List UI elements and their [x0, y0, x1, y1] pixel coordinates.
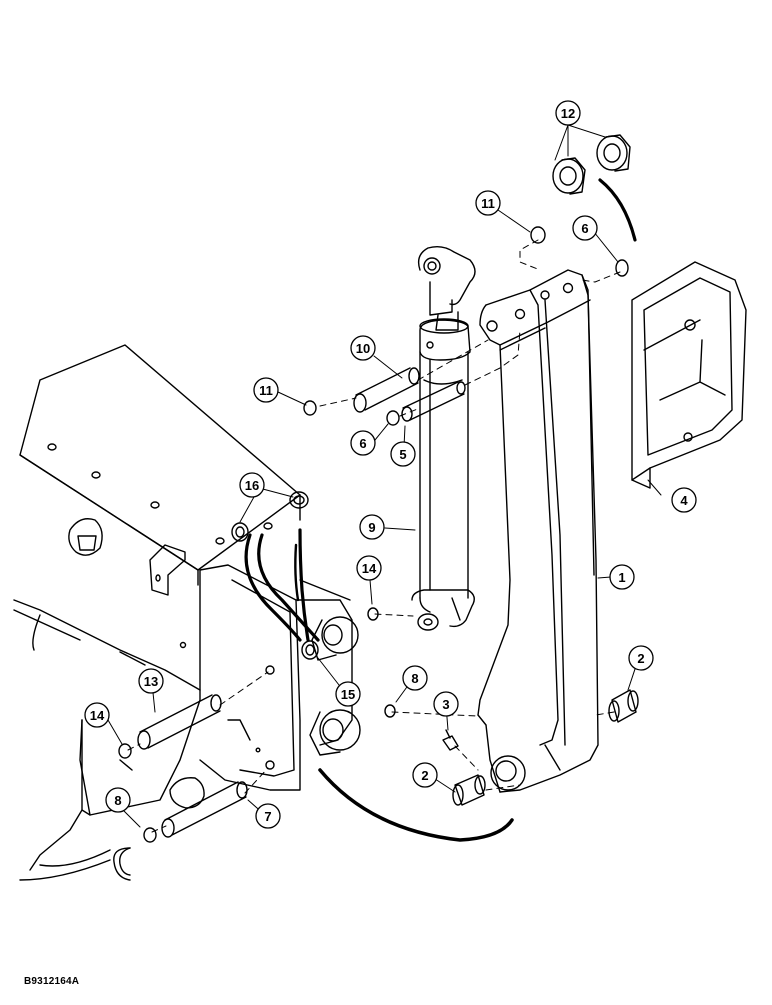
callout-6-left: 6	[359, 436, 366, 451]
pin-7	[161, 781, 248, 838]
callout-circles	[84, 100, 697, 829]
hydraulic-cylinder	[411, 245, 476, 631]
pin-13	[137, 694, 222, 750]
callout-14-left: 14	[90, 708, 105, 723]
callout-9: 9	[368, 520, 375, 535]
pin-5	[401, 381, 466, 422]
frame-assembly	[13, 344, 361, 881]
callout-12: 12	[561, 106, 575, 121]
callout-5: 5	[399, 447, 406, 462]
callout-16: 16	[245, 478, 259, 493]
callout-11-top: 11	[481, 196, 495, 211]
guard-4	[631, 261, 747, 489]
callout-8-left: 8	[114, 793, 121, 808]
callout-1: 1	[618, 570, 625, 585]
bushing-16-b	[289, 491, 309, 509]
boom-assembly	[477, 269, 599, 793]
callout-11-left: 11	[259, 383, 273, 398]
callout-13: 13	[144, 674, 158, 689]
callout-15: 15	[341, 687, 355, 702]
bushing-16-a	[231, 522, 249, 542]
callout-14-right: 14	[362, 561, 377, 576]
pivot-boss-lower	[309, 709, 361, 756]
callout-3: 3	[442, 697, 449, 712]
callout-7: 7	[264, 809, 271, 824]
grease-fitting-3	[442, 729, 459, 751]
rotation-arcs	[244, 178, 637, 842]
callout-2-right: 2	[637, 651, 644, 666]
callout-2-lower: 2	[421, 768, 428, 783]
bushing-2-lower	[452, 774, 486, 806]
spacer-15	[301, 640, 319, 660]
callout-8-right: 8	[411, 671, 418, 686]
shims-12	[552, 134, 631, 195]
callout-10: 10	[356, 341, 370, 356]
bushing-2-right	[608, 689, 639, 723]
pivot-boss-upper	[311, 616, 359, 661]
assembly-dash-lines	[127, 239, 621, 833]
callout-4: 4	[680, 493, 688, 508]
callout-labels: 12 11 6 10 11 6 5 9 4 16 1 14 2 8 3 15 1…	[90, 106, 689, 824]
pin-10	[353, 367, 420, 413]
drawing-reference-code: B9312164A	[24, 976, 80, 987]
callout-6-top: 6	[581, 221, 588, 236]
